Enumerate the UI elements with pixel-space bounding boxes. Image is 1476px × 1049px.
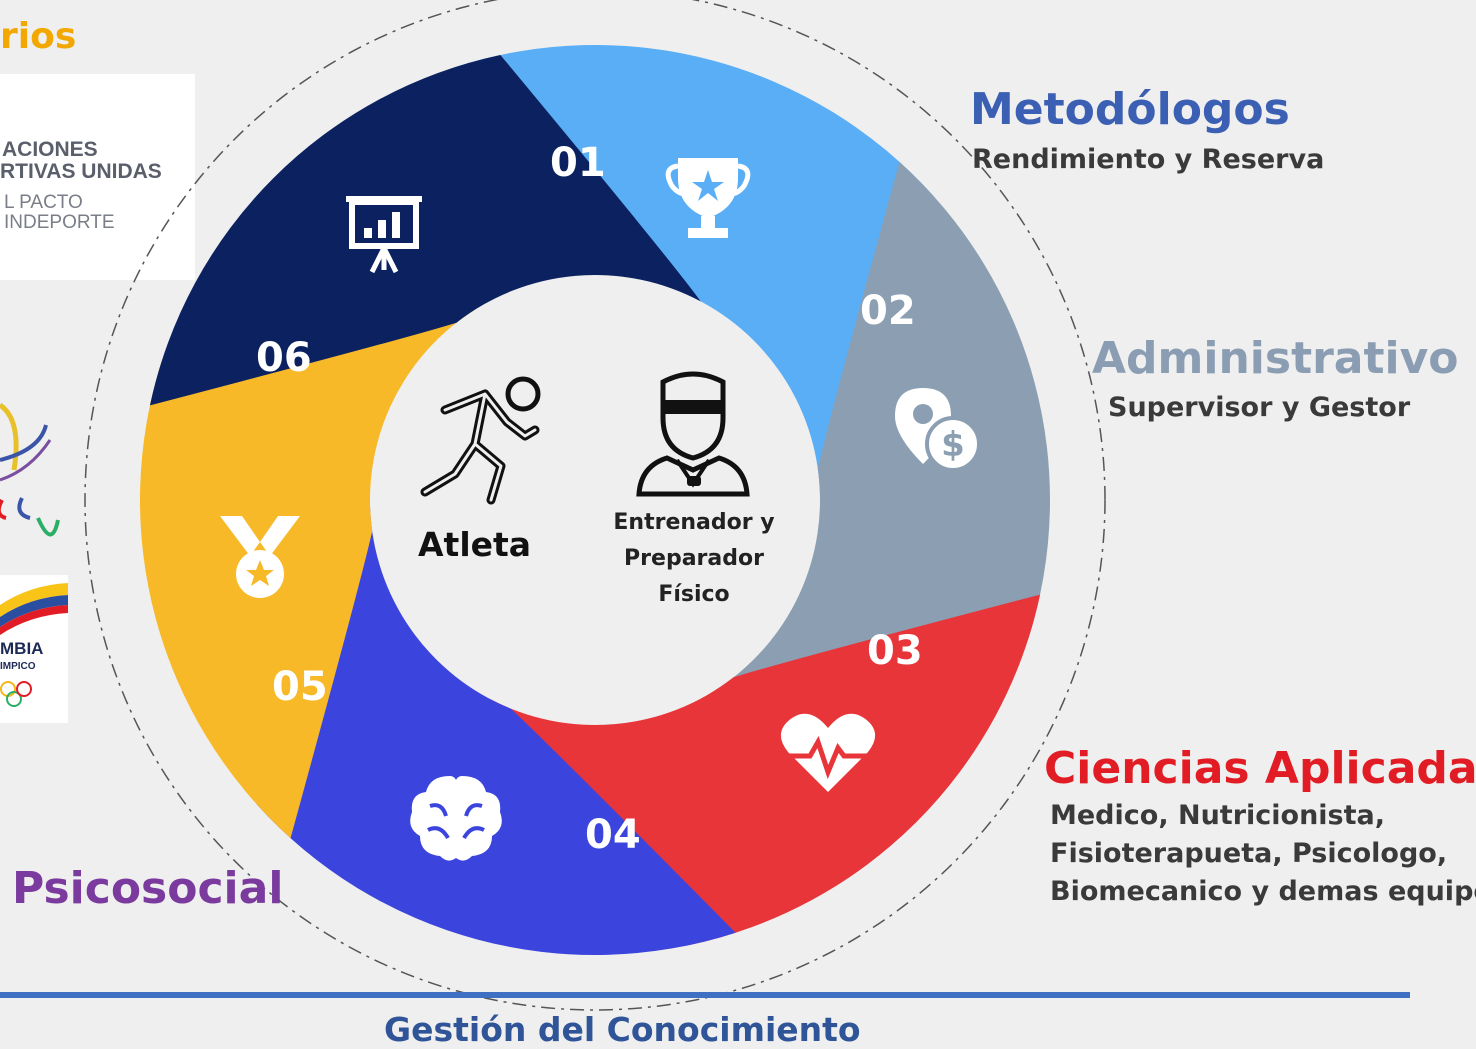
- coach-label-line: Entrenador y: [613, 510, 775, 535]
- role-psicosocial-title: Psicosocial: [12, 863, 284, 914]
- segment-number-03: 03: [867, 628, 923, 674]
- paralympic-logo: [0, 402, 60, 537]
- segment-number-02: 02: [860, 288, 916, 334]
- presentation-chart-icon: [346, 196, 422, 274]
- segment-02: [714, 161, 1050, 691]
- svg-text:$: $: [941, 425, 965, 465]
- olympic-rings-icon: [0, 681, 32, 707]
- logo-line: INDEPORTE: [4, 212, 115, 233]
- page-title: rios: [0, 16, 77, 57]
- brain-icon: [410, 776, 502, 861]
- coach-label-line: Físico: [658, 582, 730, 607]
- money-pin-icon: $: [895, 388, 981, 472]
- role-ciencias-title: Ciencias Aplicadas: [1044, 743, 1476, 794]
- role-administrativo-subtitle: Supervisor y Gestor: [1108, 392, 1411, 423]
- logo-line: ACIONES: [2, 138, 98, 161]
- runner-icon: [420, 376, 541, 505]
- logo-card-federaciones: ACIONES RTIVAS UNIDAS L PACTO INDEPORTE: [0, 74, 195, 280]
- center-disk: [372, 277, 818, 723]
- segment-number-05: 05: [272, 664, 328, 710]
- logo-line: RTIVAS UNIDAS: [0, 160, 162, 183]
- coach-label: Entrenador y Preparador Físico: [594, 505, 794, 613]
- coach-label-line: Preparador: [624, 546, 764, 571]
- role-ciencias-subtitle-line: Medico, Nutricionista,: [1050, 800, 1386, 831]
- role-ciencias-subtitle-line: Fisioterapueta, Psicologo,: [1050, 838, 1448, 869]
- outer-dashed-ring: [84, 0, 1106, 1011]
- segment-05: [139, 309, 476, 839]
- athlete-label: Atleta: [418, 525, 532, 564]
- segment-06: [149, 54, 701, 406]
- segment-number-04: 04: [585, 812, 641, 858]
- logo-line: MBIA: [0, 639, 44, 658]
- footer-rule: [0, 992, 1410, 998]
- role-metodologos-title: Metodólogos: [970, 84, 1290, 135]
- medal-icon: [220, 516, 300, 598]
- coach-icon: [636, 371, 750, 497]
- segment-number-01: 01: [550, 140, 606, 186]
- role-metodologos-subtitle: Rendimiento y Reserva: [972, 144, 1325, 175]
- footer-label: Gestión del Conocimiento: [384, 1010, 861, 1049]
- role-administrativo-title: Administrativo: [1092, 333, 1459, 384]
- trophy-icon: [665, 158, 751, 238]
- segment-number-06: 06: [256, 335, 312, 381]
- role-ciencias-subtitle-line: Biomecanico y demas equipo: [1050, 876, 1476, 907]
- flag-stripes-icon: [0, 583, 68, 635]
- heartbeat-icon: [780, 713, 876, 792]
- logo-line: L PACTO: [4, 192, 83, 213]
- logo-card-colombia: MBIA IMPICO: [0, 575, 68, 723]
- segment-04: [256, 507, 736, 956]
- logo-line: IMPICO: [0, 661, 36, 672]
